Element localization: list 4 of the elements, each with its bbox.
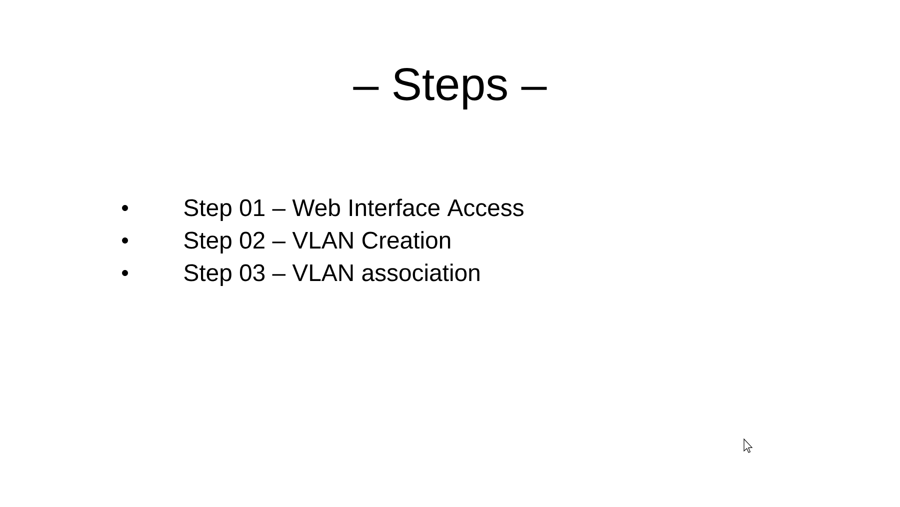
title: – Steps – [353,68,547,110]
list-item: Step 03 – VLAN association [184,264,480,286]
list-item: Step 02 – VLAN Creation [184,231,450,254]
list-item: Step 01 – Web Interface Access [184,198,524,221]
